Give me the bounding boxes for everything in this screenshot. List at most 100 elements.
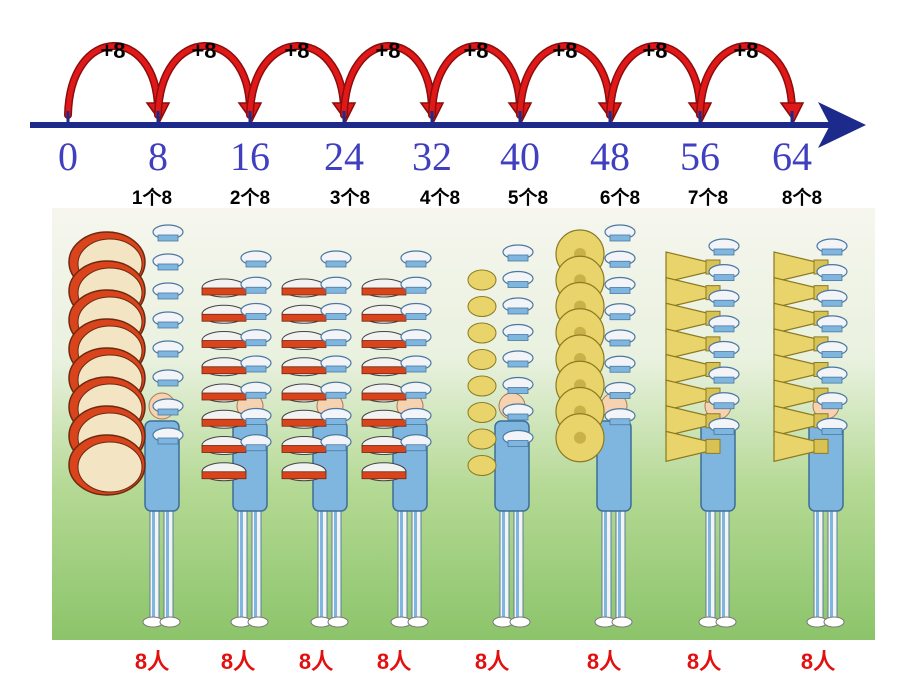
tick-label: 40 [500,134,540,179]
tick-label: 64 [772,134,812,179]
cymbal-bell [574,431,586,444]
cap-band [157,263,179,271]
jump-arc-highlight [341,43,435,118]
snare-rim [361,418,407,427]
uniform-stripe [152,506,155,618]
snare-rim [281,340,327,348]
jump-arc-highlight [429,43,523,118]
snare-rim [201,287,247,296]
snare-rim [361,445,407,453]
snare-rim [281,313,327,322]
tick-label: 48 [590,134,630,179]
tick-label: 8 [148,134,168,179]
people-count-label: 8人 [687,649,721,674]
group-label: 3个8 [330,187,370,209]
snare-rim [201,445,247,453]
group-label: 7个8 [688,187,728,209]
cap-band [609,339,631,347]
cap-band [821,402,843,410]
cap-band [245,286,267,294]
marcher-shoe [247,616,269,628]
people-count-label: 8人 [299,649,333,674]
cap-band [821,248,843,256]
cap-band [713,299,735,307]
marcher-shoe [823,616,845,628]
people-count-label: 8人 [377,649,411,674]
uniform-stripe [502,506,505,618]
cap-band [325,444,347,452]
uniform-stripe [166,506,169,618]
uniform-stripe [722,506,725,618]
cymbal [467,402,497,423]
axis-arrow-icon [818,102,866,148]
hop-label: +8 [284,38,309,63]
hop-label: +8 [191,38,216,63]
hop-label: +8 [375,38,400,63]
uniform-stripe [400,506,403,618]
cap-band [507,281,529,288]
tick-marks [66,111,794,125]
cap-band [325,339,347,347]
cap-band [157,379,179,387]
cap-band [507,440,529,447]
tick-label: 32 [412,134,452,179]
jump-arcs: +8+8+8+8+8+8+8+8 [64,38,805,123]
cap-band [325,418,347,425]
cap-band [821,376,843,384]
marcher-shoe [715,616,737,628]
band-column [467,244,534,628]
cap-band [713,248,735,256]
snare-rim [201,366,247,375]
tick-label: 24 [324,134,364,179]
jump-arc-highlight [155,43,253,118]
cap-band [609,418,631,426]
snare-rim [281,418,327,427]
cymbal [467,455,497,476]
cap-band [405,286,427,294]
marcher-shoe [159,616,181,628]
jump-arc-highlight [247,43,347,118]
uniform-stripe [320,506,323,618]
group-label: 2个8 [230,187,270,209]
snare-rim [201,418,247,427]
cap-band [157,234,179,242]
cap-band [325,391,347,399]
jump-arc-highlight [517,43,613,118]
snare-rim [201,471,247,480]
snare-rim [281,287,327,296]
cymbal [467,428,497,450]
cap-band [405,313,427,320]
marcher-shoe [611,616,633,628]
hop-label: +8 [733,38,758,63]
cap-band [507,387,529,394]
cymbal [467,269,497,291]
band-column [555,224,636,628]
cap-band [713,376,735,384]
snare-rim [281,471,327,480]
marcher-shoe [407,616,429,628]
cap-band [157,292,179,300]
cap-band [325,260,347,268]
people-count-label: 8人 [475,649,509,674]
people-count-label: 8人 [801,649,835,674]
horn-valves [813,438,829,454]
uniform-stripe [708,506,711,618]
cymbal [467,296,497,317]
cap-band [405,444,427,452]
snare-rim [361,366,407,375]
cap-band [609,313,631,321]
cap-band [713,325,735,333]
jump-arc-highlight [697,43,795,118]
uniform-stripe [414,506,417,618]
band-columns [68,224,848,628]
cap-band [405,260,427,268]
hop-label: +8 [642,38,667,63]
snare-rim [361,340,407,348]
cap-band [609,260,631,268]
cap-band [713,427,735,435]
cap-band [507,254,529,262]
